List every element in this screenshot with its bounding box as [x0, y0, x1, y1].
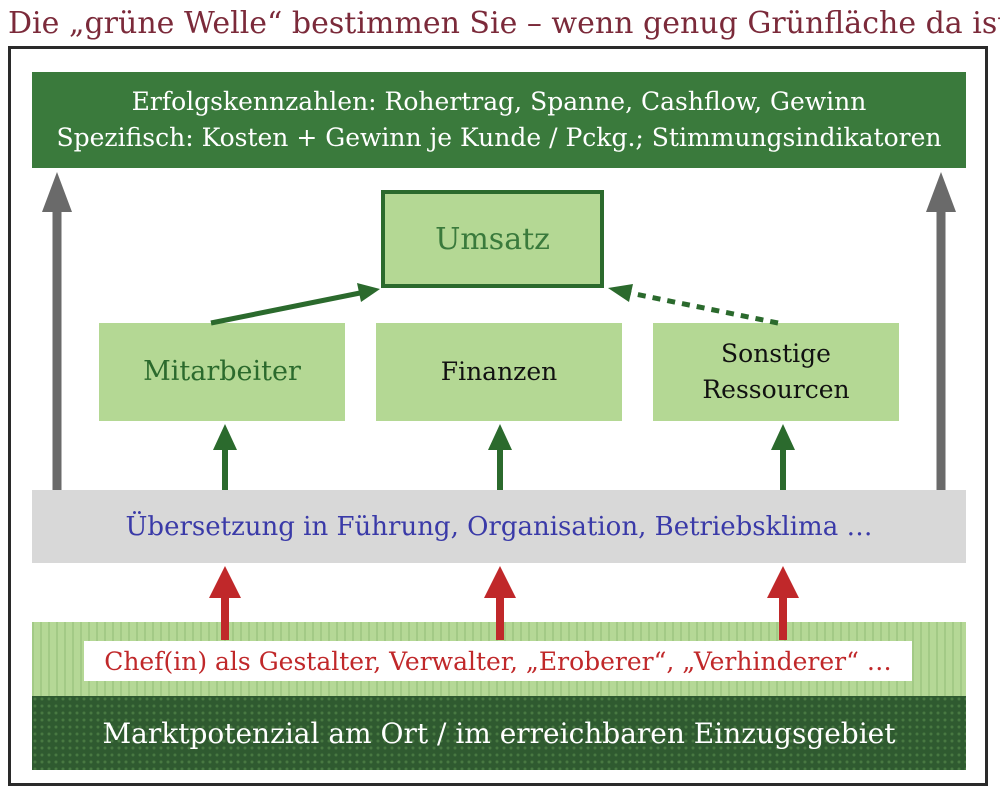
translation-bar: Übersetzung in Führung, Organisation, Be… — [32, 490, 966, 563]
sonstige-ressourcen-box: Sonstige Ressourcen — [653, 323, 899, 421]
chef-label: Chef(in) als Gestalter, Verwalter, „Erob… — [84, 641, 912, 681]
kpi-box: Erfolgskennzahlen: Rohertrag, Spanne, Ca… — [32, 72, 966, 168]
finanzen-box: Finanzen — [376, 323, 622, 421]
market-band: Marktpotenzial am Ort / im erreichbaren … — [32, 696, 966, 770]
page-title: Die „grüne Welle“ bestimmen Sie – wenn g… — [8, 6, 1000, 41]
finanzen-label: Finanzen — [440, 357, 558, 386]
mitarbeiter-label: Mitarbeiter — [143, 356, 301, 387]
market-label: Marktpotenzial am Ort / im erreichbaren … — [102, 716, 896, 750]
kpi-line-2: Spezifisch: Kosten + Gewinn je Kunde / P… — [56, 123, 942, 152]
kpi-line-1: Erfolgskennzahlen: Rohertrag, Spanne, Ca… — [131, 87, 867, 116]
translation-label: Übersetzung in Führung, Organisation, Be… — [125, 511, 873, 542]
mitarbeiter-box: Mitarbeiter — [99, 323, 345, 421]
diagram-frame — [8, 46, 988, 786]
umsatz-box: Umsatz — [381, 190, 604, 288]
sonstige-label-line-1: Sonstige — [721, 339, 831, 368]
sonstige-label-line-2: Ressourcen — [702, 375, 850, 404]
